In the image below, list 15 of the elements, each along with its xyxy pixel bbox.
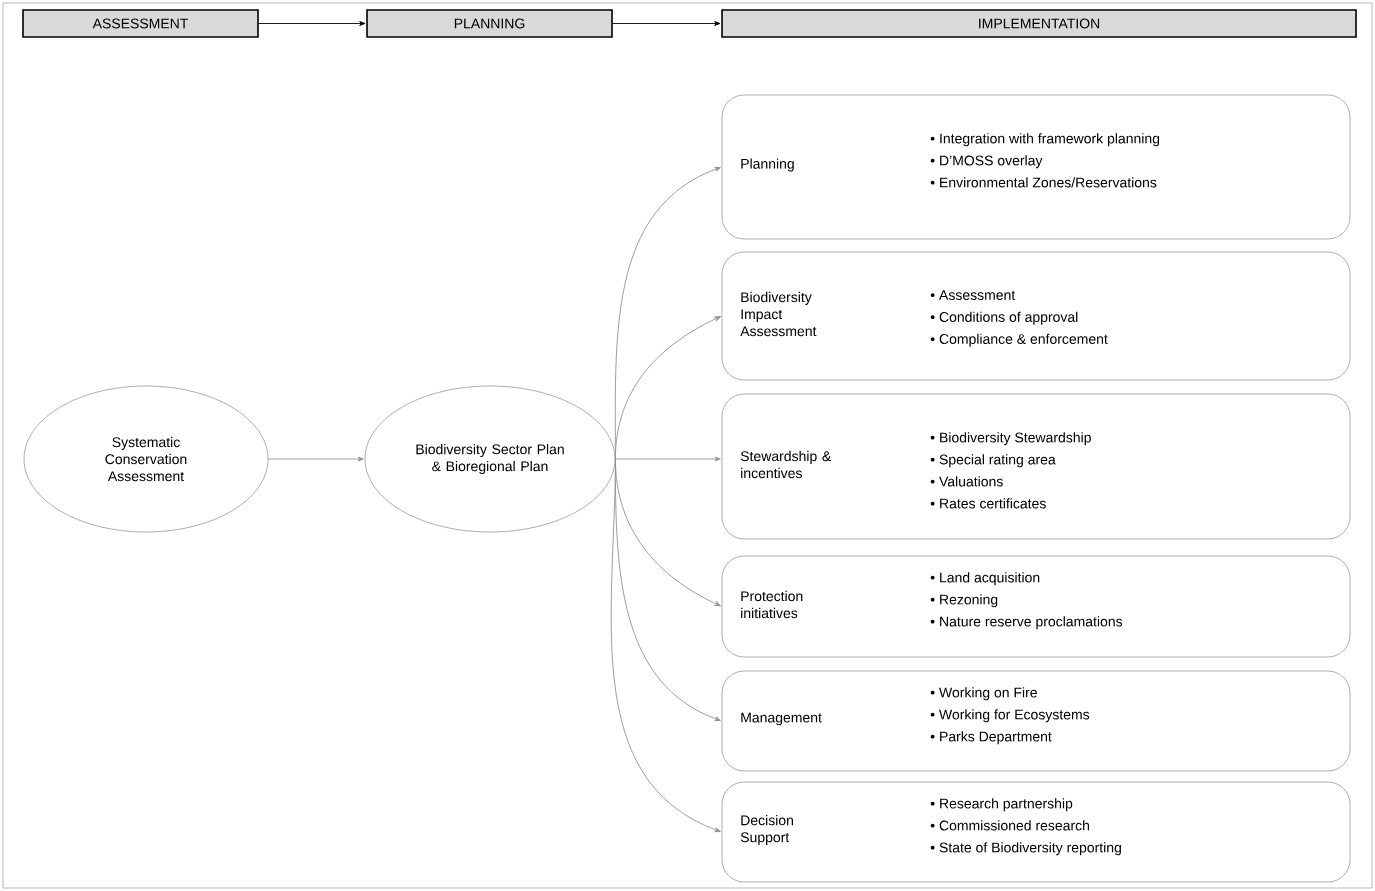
arrow <box>610 458 721 833</box>
action-box: Stewardship & incentives • Biodiversity Stewardship • Special rating area • Valuations • Rates certificates <box>721 393 1351 540</box>
action-box: Protection initiatives • Land acquisition • Rezoning • Nature reserve proclamations <box>721 555 1351 658</box>
action-box: Planning • Integration with framework planning • D’MOSS overlay • Environmental Zones/Reservations <box>721 94 1351 240</box>
stage-header-box: IMPLEMENTATION <box>721 9 1357 38</box>
stage-header-box: PLANNING <box>366 9 613 38</box>
stage-header-box: ASSESSMENT <box>22 9 259 38</box>
arrow <box>614 316 721 460</box>
action-box: Management • Working on Fire • Working for Ecosystems • Parks Department <box>721 670 1351 772</box>
arrow <box>267 456 364 462</box>
arrow <box>614 456 721 462</box>
arrow <box>258 21 366 26</box>
action-box: Decision Support • Research partnership • Commissioned research • State of Biodiversity reporting <box>721 781 1351 883</box>
arrow <box>612 21 721 26</box>
action-box: Biodiversity Impact Assessment • Assessment • Conditions of approval • Compliance & enforcement <box>721 251 1351 381</box>
